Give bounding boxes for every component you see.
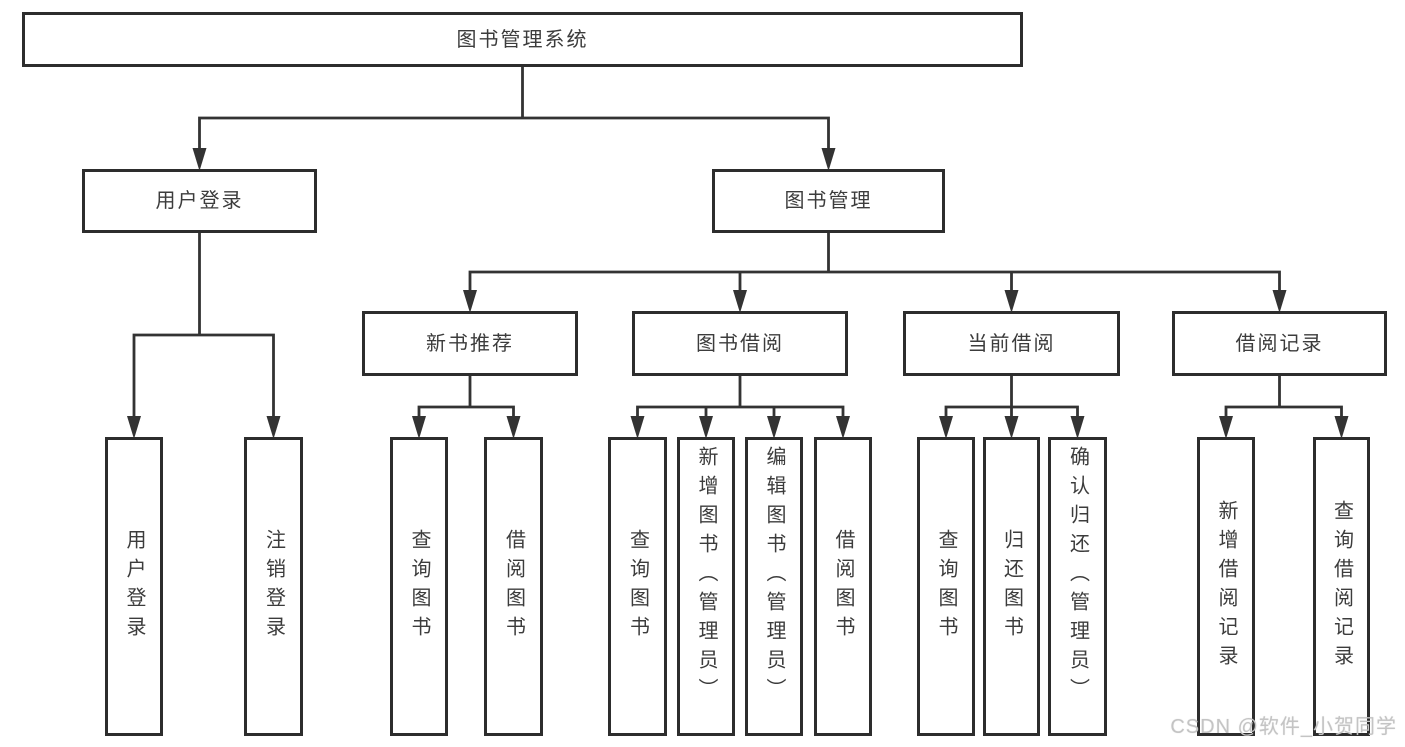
- node-label-user-login: 用户登录: [123, 528, 145, 645]
- node-label-cb-return: 归还图书: [1000, 528, 1023, 645]
- arrowhead-icon: [412, 416, 426, 439]
- arrowhead-icon: [506, 416, 521, 439]
- arrowhead-icon: [1070, 416, 1085, 439]
- node-label-br-add: 新增借阅记录: [1215, 499, 1237, 674]
- arrowhead-icon: [192, 148, 207, 171]
- node-label-logout: 注销登录: [262, 528, 285, 645]
- node-br-add: 新增借阅记录: [1197, 437, 1255, 736]
- edge-paths: [132, 65, 1343, 422]
- node-label-nb-query: 查询图书: [408, 528, 430, 645]
- node-label-root: 图书管理系统: [456, 28, 589, 51]
- arrowhead-icon: [699, 416, 713, 439]
- node-label-bb-edit: 编辑图书（管理员）: [763, 446, 785, 707]
- node-bb-query: 查询图书: [608, 437, 667, 736]
- arrowhead-icon: [1334, 416, 1349, 439]
- node-book-mgmt: 图书管理: [712, 169, 945, 233]
- arrowhead-icon: [767, 416, 781, 439]
- arrowhead-icon: [836, 416, 850, 439]
- arrowhead-icon: [939, 416, 953, 439]
- node-book-borrow: 图书借阅: [632, 311, 848, 376]
- node-bb-edit: 编辑图书（管理员）: [745, 437, 803, 736]
- node-label-book-borrow: 图书借阅: [696, 332, 784, 355]
- node-current-borrow: 当前借阅: [903, 311, 1120, 376]
- arrowhead-icon: [463, 290, 477, 313]
- node-label-new-book-rec: 新书推荐: [426, 332, 514, 355]
- node-borrow-record: 借阅记录: [1172, 311, 1387, 376]
- arrowhead-icon: [127, 416, 141, 439]
- node-cb-query: 查询图书: [917, 437, 975, 736]
- node-logout: 注销登录: [244, 437, 303, 736]
- node-label-cb-query: 查询图书: [935, 528, 957, 645]
- node-label-bb-borrow: 借阅图书: [832, 528, 854, 645]
- arrowhead-icon: [733, 290, 747, 313]
- arrowhead-icon: [1004, 416, 1019, 439]
- node-bb-borrow: 借阅图书: [814, 437, 872, 736]
- node-root: 图书管理系统: [22, 12, 1023, 67]
- node-new-book-rec: 新书推荐: [362, 311, 578, 376]
- node-nb-query: 查询图书: [390, 437, 448, 736]
- node-nb-borrow: 借阅图书: [484, 437, 543, 736]
- node-user-login-group: 用户登录: [82, 169, 317, 233]
- arrowhead-icon: [1004, 290, 1019, 313]
- node-label-borrow-record: 借阅记录: [1235, 332, 1324, 355]
- node-label-bb-query: 查询图书: [626, 528, 649, 645]
- node-label-user-login-group: 用户登录: [155, 190, 244, 212]
- node-label-current-borrow: 当前借阅: [967, 332, 1056, 355]
- node-label-cb-confirm: 确认归还（管理员）: [1066, 446, 1089, 707]
- node-cb-confirm: 确认归还（管理员）: [1048, 437, 1107, 736]
- node-label-nb-borrow: 借阅图书: [502, 528, 525, 645]
- node-bb-add: 新增图书（管理员）: [677, 437, 735, 736]
- arrowhead-icon: [266, 416, 281, 439]
- arrowhead-icon: [630, 416, 645, 439]
- node-user-login: 用户登录: [105, 437, 163, 736]
- node-cb-return: 归还图书: [983, 437, 1040, 736]
- node-br-query: 查询借阅记录: [1313, 437, 1370, 736]
- arrowhead-icon: [821, 148, 836, 171]
- arrowhead-icon: [1272, 290, 1287, 313]
- node-label-bb-add: 新增图书（管理员）: [695, 446, 717, 707]
- node-label-book-mgmt: 图书管理: [784, 190, 873, 212]
- node-label-br-query: 查询借阅记录: [1330, 499, 1353, 674]
- arrowhead-icon: [1219, 416, 1233, 439]
